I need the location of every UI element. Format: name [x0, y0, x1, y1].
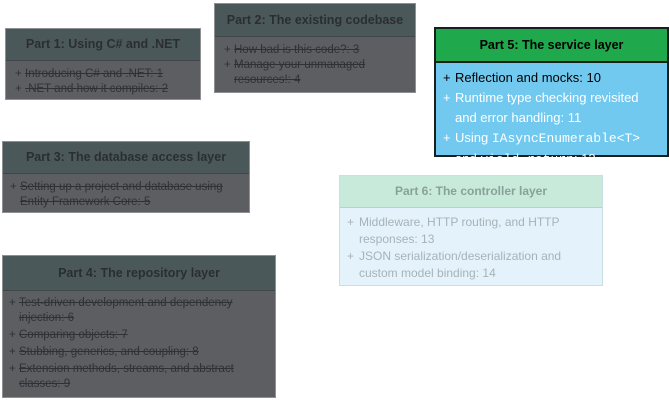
chapter-item: +Setting up a project and database using… — [10, 181, 223, 208]
chapter-item: +Test-driven development and dependency … — [9, 297, 233, 324]
plus-icon: + — [9, 329, 16, 341]
chapter-item: +Using IAsyncEnumerable<T> and yield ret… — [443, 130, 641, 167]
part4-chapter-list: +Test-driven development and dependency … — [3, 291, 275, 392]
chapter-item: +Manage your unmanaged resources!: 4 — [224, 59, 366, 86]
code-iasyncenumerable: IAsyncEnumerable<T> — [491, 131, 641, 146]
plus-icon: + — [9, 297, 16, 309]
chapter-item: +JSON serialization/deserialization and … — [347, 249, 562, 280]
plus-icon: + — [443, 130, 451, 145]
part2-card: Part 2: The existing codebase +How bad i… — [214, 3, 416, 93]
plus-icon: + — [9, 346, 16, 358]
code-yield-return: yield return — [480, 152, 574, 167]
part3-chapter-list: +Setting up a project and database using… — [3, 174, 249, 210]
plus-icon: + — [347, 215, 355, 229]
plus-icon: + — [443, 90, 451, 105]
part3-card: Part 3: The database access layer +Setti… — [2, 141, 250, 213]
plus-icon: + — [9, 363, 16, 375]
part3-title: Part 3: The database access layer — [3, 142, 249, 174]
part5-chapter-list: +Reflection and mocks: 10 +Runtime type … — [436, 63, 667, 170]
chapter-item: +Extension methods, streams, and abstrac… — [9, 363, 234, 390]
chapter-item: +How bad is this code?: 3 — [224, 44, 360, 56]
part4-card: Part 4: The repository layer +Test-drive… — [2, 255, 276, 398]
part1-card: Part 1: Using C# and .NET +Introducing C… — [5, 28, 201, 100]
plus-icon: + — [15, 83, 22, 95]
chapter-item: +Stubbing, generics, and coupling: 8 — [9, 346, 199, 358]
part1-title: Part 1: Using C# and .NET — [6, 29, 200, 61]
part4-title: Part 4: The repository layer — [3, 256, 275, 291]
part5-title: Part 5: The service layer — [436, 29, 667, 63]
plus-icon: + — [15, 68, 22, 80]
chapter-item: +Middleware, HTTP routing, and HTTP resp… — [347, 215, 560, 246]
chapter-item: +Introducing C# and .NET: 1 — [15, 68, 164, 80]
plus-icon: + — [10, 181, 17, 193]
part6-chapter-list: +Middleware, HTTP routing, and HTTP resp… — [340, 208, 602, 282]
plus-icon: + — [224, 59, 231, 71]
plus-icon: + — [224, 44, 231, 56]
chapter-item: +Comparing objects: 7 — [9, 329, 128, 341]
chapter-item: +Runtime type checking revisited and err… — [443, 90, 639, 125]
chapter-item: +.NET and how it compiles: 2 — [15, 83, 168, 95]
plus-icon: + — [347, 249, 355, 263]
part1-chapter-list: +Introducing C# and .NET: 1 +.NET and ho… — [6, 61, 200, 97]
part2-title: Part 2: The existing codebase — [215, 4, 415, 37]
part5-card: Part 5: The service layer +Reflection an… — [434, 27, 669, 167]
part2-chapter-list: +How bad is this code?: 3 +Manage your u… — [215, 37, 415, 88]
plus-icon: + — [443, 70, 451, 85]
part6-card: Part 6: The controller layer +Middleware… — [339, 175, 603, 286]
chapter-item-current: +Reflection and mocks: 10 — [443, 68, 661, 88]
part6-title: Part 6: The controller layer — [340, 176, 602, 208]
